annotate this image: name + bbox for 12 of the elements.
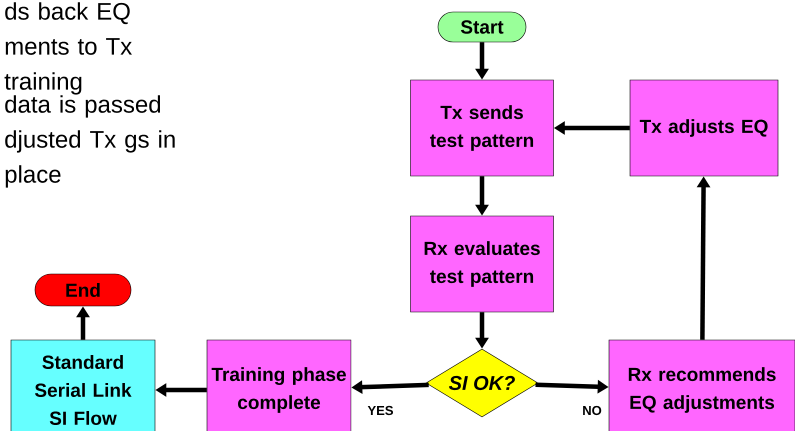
process-box: Rx recommends EQ adjustments — [608, 340, 795, 431]
start-terminal: Start — [438, 12, 526, 42]
note-text: ds back EQ ments to Tx training — [4, 2, 132, 95]
edge-label: NO — [581, 404, 603, 416]
process-box: Tx sends test pattern — [410, 80, 554, 176]
process-box: Standard Serial Link SI Flow — [10, 340, 156, 431]
process-box: Training phase complete — [206, 340, 352, 431]
edge-label: YES — [366, 404, 395, 416]
process-box: Tx adjusts EQ — [630, 80, 778, 176]
note-text: data is passed djusted Tx gs in place — [5, 95, 175, 188]
process-box: Rx evaluates test pattern — [410, 216, 554, 312]
end-terminal: End — [34, 274, 132, 306]
